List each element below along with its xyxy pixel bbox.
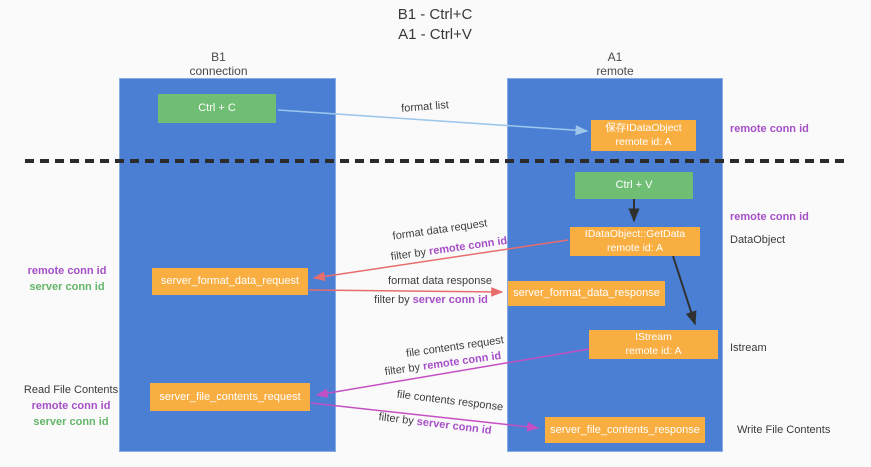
left-file-conn-ids: Read File Contents remote conn id server… bbox=[21, 383, 121, 431]
remote-conn-id-label-top: remote conn id bbox=[730, 123, 809, 135]
getdata-line2: remote id: A bbox=[606, 241, 664, 254]
diagram-title: B1 - Ctrl+C A1 - Ctrl+V bbox=[300, 5, 570, 45]
remote-conn-id-label-mid: remote conn id bbox=[730, 211, 809, 223]
server-format-data-response-box: server_format_data_response bbox=[508, 281, 665, 306]
remote-conn-id-label: remote conn id bbox=[31, 399, 111, 412]
server-conn-id-label: server conn id bbox=[33, 415, 109, 428]
filter-by-prefix: filter by bbox=[384, 360, 424, 379]
read-file-contents-label: Read File Contents bbox=[23, 384, 119, 396]
server-format-data-request-box: server_format_data_request bbox=[152, 268, 308, 295]
istream-side-label: Istream bbox=[730, 342, 767, 354]
remote-conn-id-label: remote conn id bbox=[27, 265, 107, 277]
left-format-conn-ids: remote conn id server conn id bbox=[17, 264, 117, 296]
server-file-contents-response-box: server_file_contents_response bbox=[545, 417, 705, 443]
file-contents-response-filter-label: filter by server conn id bbox=[378, 411, 492, 437]
idataobject-getdata-box: IDataObject::GetData remote id: A bbox=[570, 227, 700, 256]
lane-b1-role: connection bbox=[189, 64, 248, 79]
lane-b1-name: B1 bbox=[211, 50, 226, 64]
server-format-data-request-label: server_format_data_request bbox=[160, 275, 300, 288]
server-conn-id-label: server conn id bbox=[29, 280, 105, 293]
ctrl-c-box: Ctrl + C bbox=[158, 94, 276, 123]
istream-line1: IStream bbox=[635, 331, 672, 344]
format-list-arrow-label: format list bbox=[400, 99, 450, 115]
format-data-response-arrow bbox=[308, 287, 504, 297]
lane-a1-role: remote bbox=[596, 64, 634, 79]
title-line-copy: B1 - Ctrl+C bbox=[397, 6, 473, 23]
format-data-response-filter-label: filter by server conn id bbox=[374, 294, 488, 306]
server-conn-id-highlight: server conn id bbox=[416, 415, 493, 437]
server-file-contents-request-box: server_file_contents_request bbox=[150, 383, 310, 411]
save-idataobject-line2: remote id: A bbox=[615, 135, 672, 148]
title-line-paste: A1 - Ctrl+V bbox=[398, 25, 472, 43]
getdata-line1: IDataObject::GetData bbox=[584, 228, 686, 241]
filter-by-prefix: filter by bbox=[374, 294, 413, 306]
filter-by-prefix: filter by bbox=[377, 411, 418, 428]
server-file-contents-request-label: server_file_contents_request bbox=[159, 390, 301, 403]
ctrl-v-label: Ctrl + V bbox=[615, 179, 653, 192]
format-data-response-label: format data response bbox=[388, 275, 492, 287]
server-conn-id-highlight: server conn id bbox=[412, 294, 488, 306]
server-format-data-response-label: server_format_data_response bbox=[513, 287, 660, 300]
save-idataobject-box: 保存IDataObject remote id: A bbox=[591, 120, 696, 151]
istream-line2: remote id: A bbox=[625, 344, 682, 357]
lane-header-b1: B1 connection bbox=[110, 50, 327, 79]
server-file-contents-response-label: server_file_contents_response bbox=[550, 423, 700, 436]
write-file-contents-label: Write File Contents bbox=[737, 424, 831, 436]
ctrl-v-box: Ctrl + V bbox=[575, 172, 693, 199]
filter-by-prefix: filter by bbox=[390, 245, 430, 264]
save-idataobject-line1: 保存IDataObject bbox=[605, 122, 682, 135]
lane-a1-name: A1 bbox=[607, 50, 623, 64]
remote-conn-id-highlight: remote conn id bbox=[428, 234, 508, 258]
dataobject-label: DataObject bbox=[730, 234, 786, 246]
lane-header-a1: A1 remote bbox=[507, 50, 723, 79]
ctrl-c-label: Ctrl + C bbox=[198, 102, 236, 115]
file-contents-response-label: file contents response bbox=[396, 388, 504, 414]
istream-box: IStream remote id: A bbox=[589, 330, 718, 359]
